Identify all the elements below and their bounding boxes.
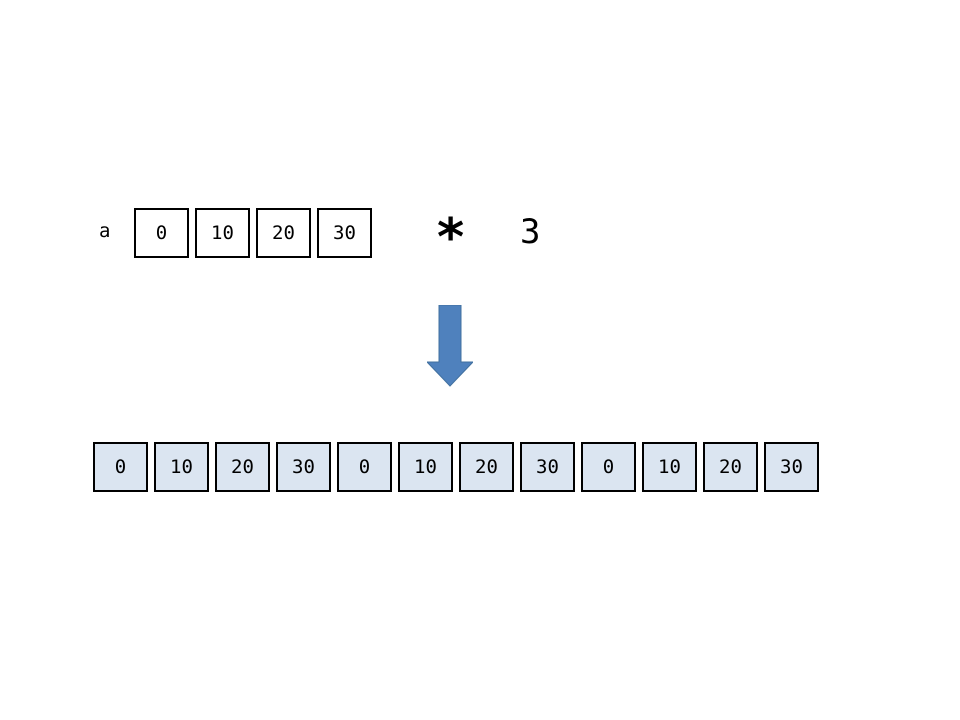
result-cell: 20 [703,442,758,492]
result-cell: 10 [398,442,453,492]
source-cell: 20 [256,208,311,258]
variable-label: a [99,220,111,242]
result-cell: 0 [93,442,148,492]
multiply-operator: * [437,208,465,268]
result-cell: 0 [581,442,636,492]
result-cell: 30 [520,442,575,492]
result-cell: 20 [215,442,270,492]
source-array: 0 10 20 30 [134,208,372,258]
result-cell: 30 [764,442,819,492]
result-cell: 20 [459,442,514,492]
result-cell: 10 [642,442,697,492]
source-cell: 0 [134,208,189,258]
result-array: 0 10 20 30 0 10 20 30 0 10 20 30 [93,442,819,492]
result-cell: 30 [276,442,331,492]
multiplier-value: 3 [520,212,541,252]
arrow-down-icon [427,305,473,387]
source-cell: 10 [195,208,250,258]
result-cell: 10 [154,442,209,492]
source-cell: 30 [317,208,372,258]
result-cell: 0 [337,442,392,492]
